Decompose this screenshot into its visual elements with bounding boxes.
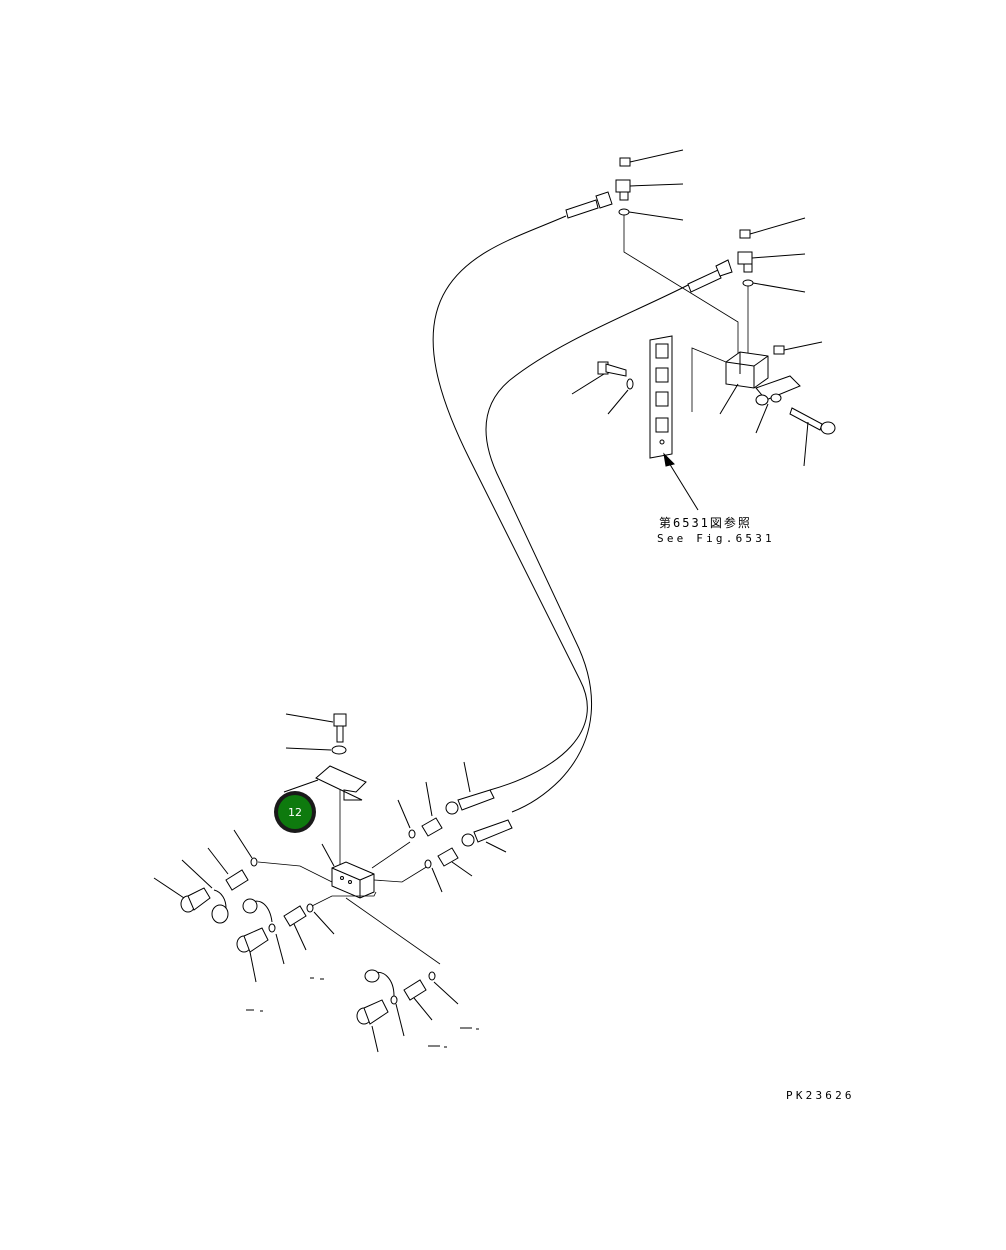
block-manifold: [321, 843, 375, 899]
pipe-to-panel: [691, 347, 727, 412]
panel-bolt: [571, 361, 627, 395]
cap-e: [356, 999, 389, 1053]
check-coupler-e: [364, 969, 405, 1037]
valve-block: [719, 351, 769, 415]
hose-nut-b: [461, 819, 513, 853]
solenoid-valve: [755, 375, 801, 434]
reference-arrow: [663, 452, 699, 511]
elbow-fitting-right: [737, 251, 806, 273]
bracket-plate: [283, 765, 367, 866]
elbow-fitting-top: [615, 179, 684, 201]
check-coupler-c: [181, 859, 229, 924]
o-ring-right: [742, 279, 806, 356]
hose-outer: [432, 215, 588, 791]
cap-c: [153, 877, 211, 913]
adapter-a: [421, 781, 443, 837]
reference-label-en: See Fig.6531: [657, 532, 775, 545]
adapter-d: [283, 905, 307, 951]
panel-washer: [607, 378, 634, 415]
callout-badge[interactable]: 12: [274, 791, 316, 833]
reference-label-jp: 第6531図参照: [659, 516, 752, 530]
panel-plate: [649, 335, 673, 459]
plug-top: [619, 149, 684, 167]
adapter-b: [437, 847, 473, 877]
hose-nut-a: [445, 761, 495, 815]
drawing-id: PK23626: [786, 1089, 855, 1102]
plug-right: [739, 217, 806, 239]
hose-inner: [485, 283, 691, 813]
o-ring-b: [424, 859, 443, 893]
stray-marks: [246, 977, 479, 1048]
o-ring-c: [233, 829, 258, 867]
bracket-washer: [285, 745, 347, 755]
o-ring-a: [397, 799, 416, 839]
block-lines: [257, 841, 441, 965]
hose-end-upper: [565, 191, 613, 219]
adapter-e: [403, 979, 433, 1021]
cap-d: [236, 927, 269, 983]
o-ring-d: [306, 903, 335, 935]
o-ring-top: [618, 208, 739, 356]
o-ring-e: [428, 971, 459, 1005]
check-coupler-d: [242, 898, 285, 965]
long-bolt: [789, 407, 836, 467]
adapter-c: [207, 847, 249, 891]
hose-end-lower: [687, 259, 733, 293]
callout-number: 12: [278, 795, 312, 829]
bolt-valve-top: [773, 341, 823, 355]
bracket-bolt: [285, 713, 347, 743]
